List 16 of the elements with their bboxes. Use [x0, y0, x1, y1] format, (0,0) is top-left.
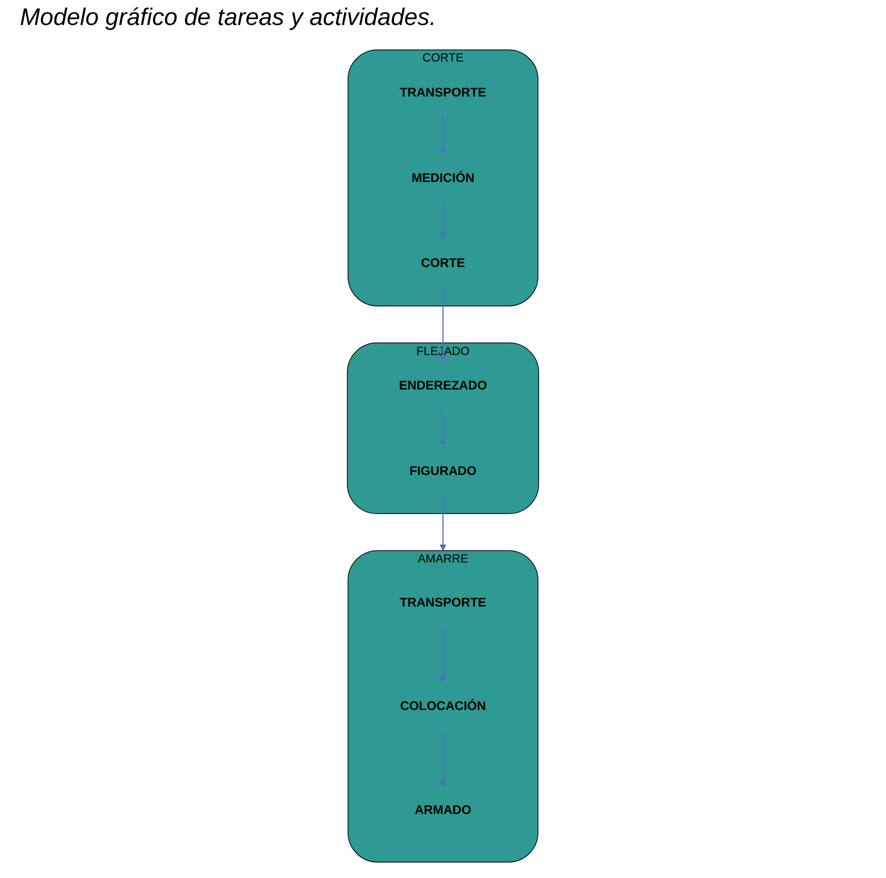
diagram-title: Modelo gráfico de tareas y actividades.	[20, 4, 436, 32]
node-text: FIGURADO	[409, 464, 477, 478]
arrow	[440, 202, 446, 240]
node-text: COLOCACIÓN	[400, 699, 486, 714]
arrow	[440, 495, 446, 551]
arrow	[440, 626, 446, 682]
arrow	[440, 116, 446, 154]
arrow	[440, 730, 446, 786]
arrow	[440, 288, 446, 362]
node-text: MEDICIÓN	[412, 170, 474, 185]
arrow	[440, 410, 446, 448]
node-text: ARMADO	[414, 802, 472, 818]
node-text: TRANSPORTE	[400, 595, 486, 610]
node-text: ENDEREZADO	[399, 378, 487, 392]
node-text: CORTE	[421, 256, 465, 270]
node-text: TRANSPORTE	[400, 85, 486, 100]
